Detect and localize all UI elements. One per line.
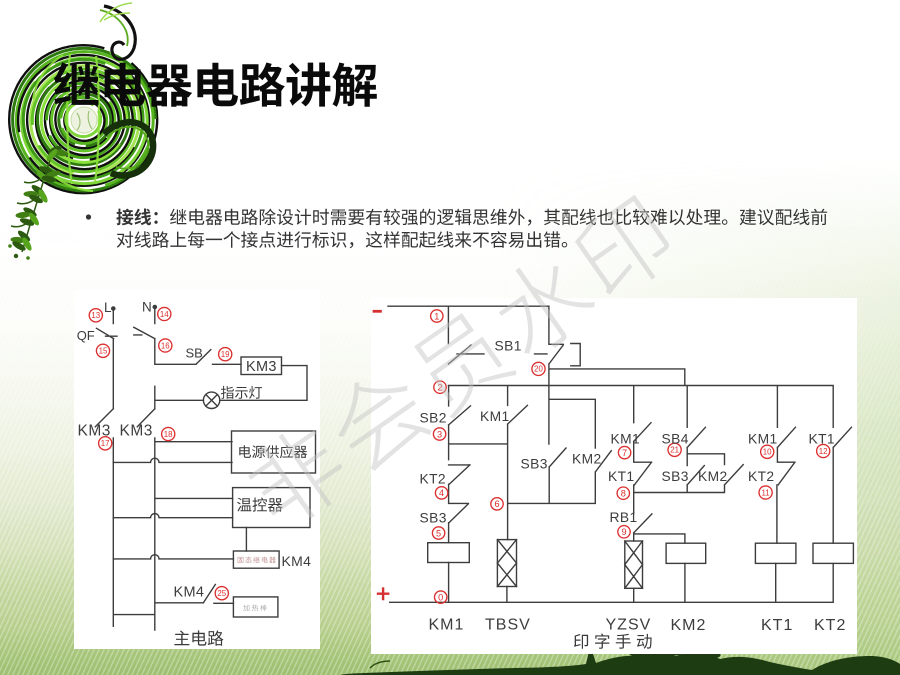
svg-text:9: 9 xyxy=(621,527,626,537)
svg-text:YZSV: YZSV xyxy=(606,617,652,634)
svg-text:KT1: KT1 xyxy=(608,469,635,484)
svg-text:KM4: KM4 xyxy=(282,553,312,569)
svg-text:KT2: KT2 xyxy=(748,469,775,484)
svg-text:KT2: KT2 xyxy=(814,617,846,634)
svg-text:KM2: KM2 xyxy=(698,469,728,484)
svg-text:N: N xyxy=(142,300,152,315)
svg-text:6: 6 xyxy=(494,499,499,509)
svg-text:L: L xyxy=(104,300,112,315)
svg-text:KM3: KM3 xyxy=(78,423,111,440)
svg-text:3: 3 xyxy=(437,429,442,439)
svg-text:SB3: SB3 xyxy=(521,457,548,472)
svg-text:RB1: RB1 xyxy=(610,510,638,525)
svg-text:8: 8 xyxy=(621,489,626,499)
svg-text:SB: SB xyxy=(186,346,203,361)
svg-text:7: 7 xyxy=(622,448,627,458)
svg-text:2: 2 xyxy=(437,383,442,393)
svg-text:20: 20 xyxy=(534,365,543,374)
svg-text:KM1: KM1 xyxy=(429,617,465,634)
svg-text:5: 5 xyxy=(436,528,441,538)
svg-text:25: 25 xyxy=(217,589,226,598)
svg-text:4: 4 xyxy=(439,488,444,498)
svg-text:KT1: KT1 xyxy=(761,617,793,634)
svg-text:KM4: KM4 xyxy=(174,585,205,601)
svg-text:15: 15 xyxy=(99,347,108,356)
svg-text:10: 10 xyxy=(763,448,772,457)
svg-text:1: 1 xyxy=(434,311,439,321)
svg-text:12: 12 xyxy=(819,447,828,456)
svg-text:KM1: KM1 xyxy=(748,432,778,447)
svg-text:KM2: KM2 xyxy=(671,617,707,634)
svg-text:KT1: KT1 xyxy=(809,432,836,447)
svg-text:19: 19 xyxy=(221,350,230,359)
svg-text:21: 21 xyxy=(670,446,679,455)
svg-text:KM3: KM3 xyxy=(246,359,277,375)
svg-text:SB4: SB4 xyxy=(662,432,689,447)
svg-text:KM2: KM2 xyxy=(572,452,602,467)
svg-text:TBSV: TBSV xyxy=(485,617,531,634)
svg-text:SB3: SB3 xyxy=(420,510,447,525)
svg-text:18: 18 xyxy=(164,430,173,439)
svg-text:SB2: SB2 xyxy=(420,411,447,426)
svg-text:0: 0 xyxy=(438,592,443,602)
svg-text:SB3: SB3 xyxy=(662,469,689,484)
svg-text:17: 17 xyxy=(101,439,110,448)
svg-text:13: 13 xyxy=(91,311,100,320)
svg-text:SB1: SB1 xyxy=(495,339,522,354)
svg-text:QF: QF xyxy=(77,328,95,343)
svg-text:KM1: KM1 xyxy=(480,409,510,424)
svg-text:KM3: KM3 xyxy=(120,423,153,440)
svg-text:14: 14 xyxy=(160,310,169,319)
svg-text:16: 16 xyxy=(161,341,170,350)
svg-text:KT2: KT2 xyxy=(420,472,447,487)
svg-text:KM1: KM1 xyxy=(611,432,641,447)
svg-text:11: 11 xyxy=(761,488,769,497)
